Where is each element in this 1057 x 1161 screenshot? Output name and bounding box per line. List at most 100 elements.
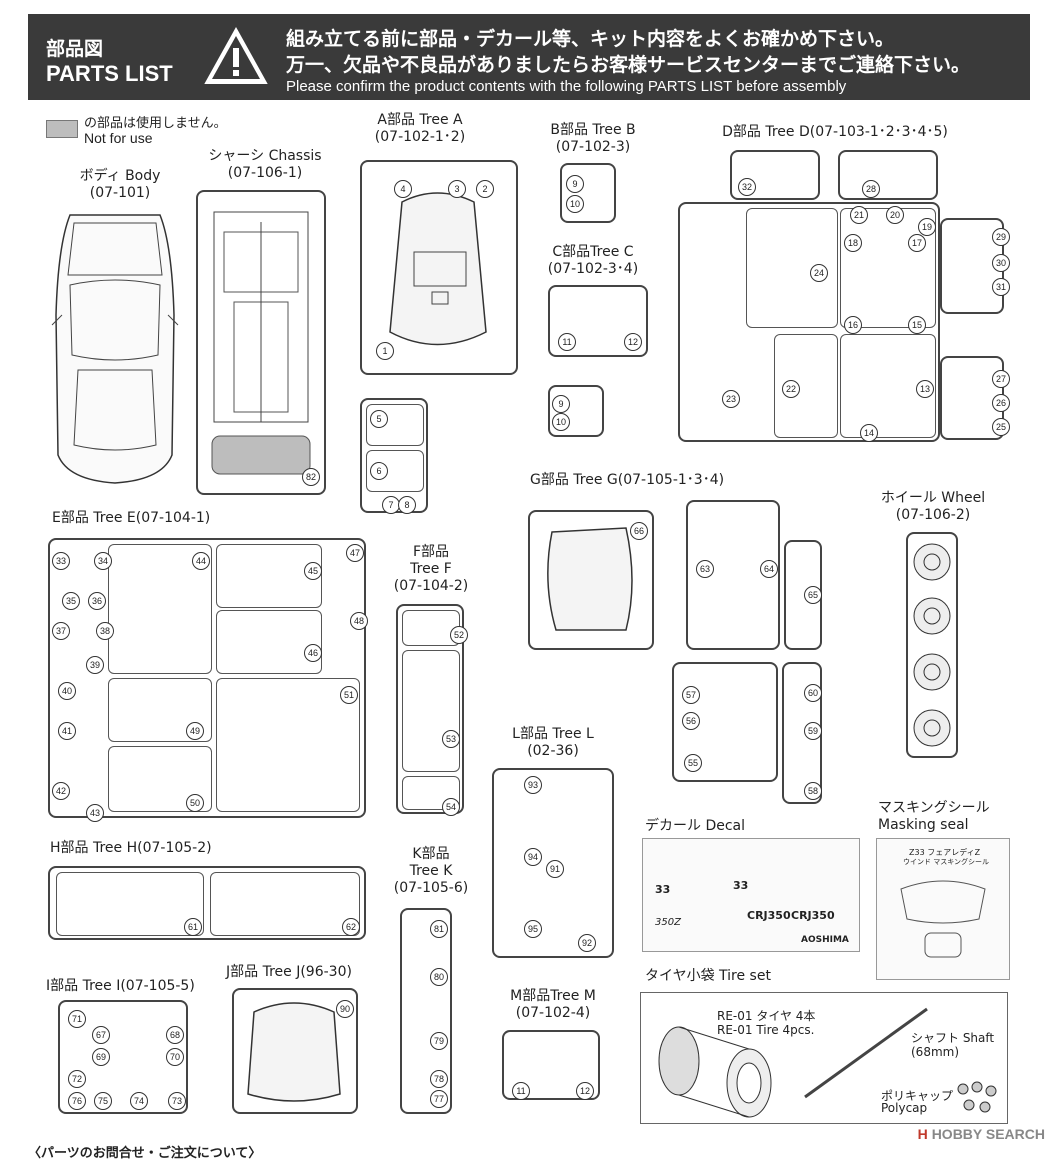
part-number: 60 (804, 684, 822, 702)
part-number: 47 (346, 544, 364, 562)
part-number: 41 (58, 722, 76, 740)
part-number: 56 (682, 712, 700, 730)
body-label: ボディ Body(07-101) (79, 168, 161, 201)
decal-text: AOSHIMA (801, 935, 849, 945)
tire-set-box: RE-01 タイヤ 4本 RE-01 Tire 4pcs. シャフト Shaft… (640, 992, 1008, 1124)
part-number: 31 (992, 278, 1010, 296)
part-number: 12 (576, 1082, 594, 1100)
treeA-hood-drawing (389, 192, 487, 346)
treeA-label: A部品 Tree A(07-102-1･2) (374, 112, 466, 145)
part-number: 74 (130, 1092, 148, 1110)
part-number: 93 (524, 776, 542, 794)
tires-drawing (658, 1026, 772, 1118)
part-number: 38 (96, 622, 114, 640)
decal-label: デカール Decal (645, 818, 746, 834)
tree-cell (216, 610, 322, 674)
part-number: 51 (340, 686, 358, 704)
treeG-hood-frame: 66 (528, 510, 654, 650)
treeE-label: E部品 Tree E(07-104-1) (52, 510, 211, 526)
body-part-drawing (51, 214, 179, 484)
part-number: 57 (682, 686, 700, 704)
part-number: 3 (448, 180, 466, 198)
shaft-label: シャフト Shaft (911, 1031, 995, 1045)
part-number: 30 (992, 254, 1010, 272)
tree-cell (56, 872, 204, 936)
header-line-2: 万一、欠品や不良品がありましたらお客様サービスセンターまでご連絡下さい。 (286, 54, 971, 76)
part-number: 70 (166, 1048, 184, 1066)
decal-text: 350Z (655, 917, 681, 928)
part-number: 81 (430, 920, 448, 938)
part-number: 35 (62, 592, 80, 610)
tire-en: RE-01 Tire 4pcs. (717, 1023, 815, 1037)
part-number: 11 (558, 333, 576, 351)
treeE-frame: 33 34 35 36 37 38 39 40 41 42 43 44 45 4… (48, 538, 368, 822)
tire-set-label: タイヤ小袋 Tire set (645, 968, 771, 984)
treeC-label: C部品Tree C(07-102-3･4) (547, 244, 639, 277)
tree-cell (402, 650, 460, 772)
part-number: 64 (760, 560, 778, 578)
treeD-label: D部品 Tree D(07-103-1･2･3･4･5) (722, 124, 948, 140)
part-number: 12 (624, 333, 642, 351)
part-number: 55 (684, 754, 702, 772)
part-number: 9 (552, 395, 570, 413)
part-number: 15 (908, 316, 926, 334)
tree-cell (216, 678, 360, 812)
treeK-frame: 81 80 79 78 77 (400, 908, 452, 1114)
treeH-label: H部品 Tree H(07-105-2) (50, 840, 212, 856)
wheel-label: ホイール Wheel(07-106-2) (880, 490, 986, 523)
part-number: 18 (844, 234, 862, 252)
warning-triangle-icon (204, 26, 268, 84)
part-number: 17 (908, 234, 926, 252)
part-number: 79 (430, 1032, 448, 1050)
chassis-label: シャーシ Chassis(07-106-1) (208, 148, 322, 181)
tire-jp: RE-01 タイヤ 4本 (717, 1009, 816, 1023)
part-number: 33 (52, 552, 70, 570)
not-for-use-swatch (46, 120, 78, 138)
part-number: 10 (566, 195, 584, 213)
part-number: 78 (430, 1070, 448, 1088)
parts-list-header: 部品図 PARTS LIST 組み立てる前に部品・デカール等、キット内容をよくお… (28, 14, 1030, 100)
tree-cell (210, 872, 360, 936)
footer-inquiry-heading: 〈パーツのお問合せ・ご注文について〉 (28, 1146, 262, 1161)
part-number: 20 (886, 206, 904, 224)
part-number: 6 (370, 462, 388, 480)
part-number: 46 (304, 644, 322, 662)
treeJ-hood-drawing (247, 1002, 341, 1102)
part-number: 45 (304, 562, 322, 580)
part-number: 73 (168, 1092, 186, 1110)
decal-sheet: 33 33 CRJ350 CRJ350 350Z AOSHIMA (642, 838, 860, 952)
decal-text: CRJ350 (791, 909, 835, 922)
polycap-en: Polycap (881, 1101, 928, 1115)
part-number: 62 (342, 918, 360, 936)
part-number: 82 (302, 468, 320, 486)
treeJ-frame: 90 (232, 988, 358, 1114)
part-number: 53 (442, 730, 460, 748)
part-number: 66 (630, 522, 648, 540)
part-number: 40 (58, 682, 76, 700)
treeC-frame: 11 12 (548, 285, 648, 357)
part-number: 29 (992, 228, 1010, 246)
part-number: 8 (398, 496, 416, 514)
tree-cell (216, 544, 322, 608)
part-number: 39 (86, 656, 104, 674)
part-number: 10 (552, 413, 570, 431)
masking-text: ウインド マスキングシール (903, 858, 990, 866)
part-number: 75 (94, 1092, 112, 1110)
part-number: 49 (186, 722, 204, 740)
treeA-frame: 4 3 2 1 (360, 160, 518, 375)
part-number: 58 (804, 782, 822, 800)
chassis-frame: 82 (196, 190, 326, 495)
treeD-top-left-frame: 32 (730, 150, 820, 200)
part-number: 22 (782, 380, 800, 398)
treeD-right-top-frame: 29 30 31 (940, 218, 1010, 314)
treeG-lower-right-frame: 60 59 58 (782, 662, 822, 804)
masking-text: Z33 フェアレディZ (909, 848, 981, 857)
part-number: 90 (336, 1000, 354, 1018)
part-number: 72 (68, 1070, 86, 1088)
treeF-frame: 52 53 54 (396, 604, 468, 816)
polycap-jp: ポリキャップ (881, 1089, 954, 1103)
part-number: 37 (52, 622, 70, 640)
part-number: 36 (88, 592, 106, 610)
part-number: 32 (738, 178, 756, 196)
